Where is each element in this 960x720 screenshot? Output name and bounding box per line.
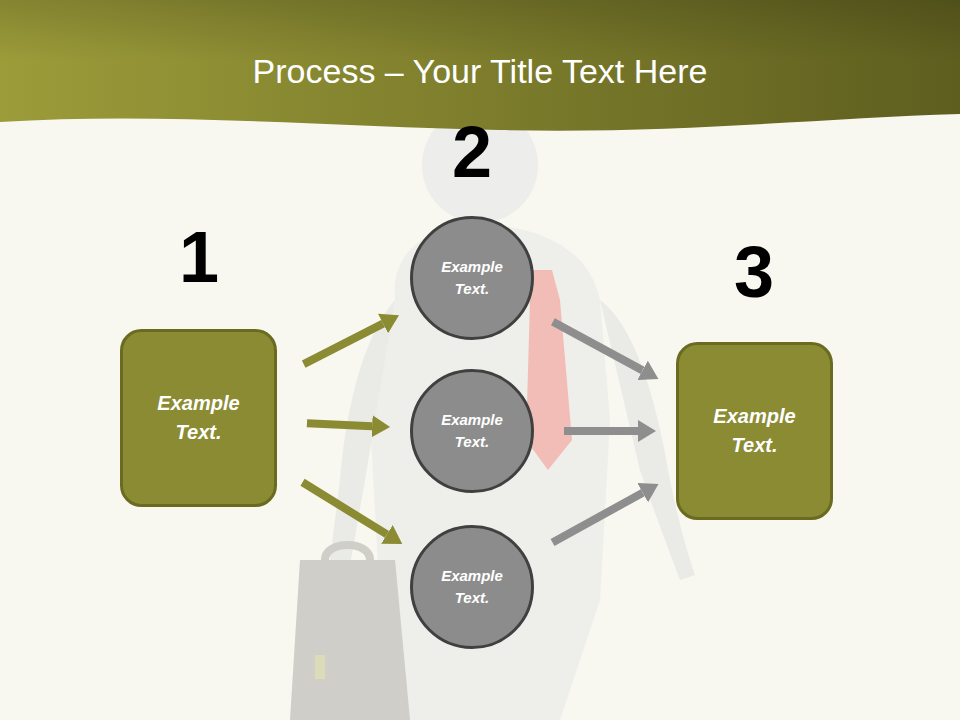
step-number: 1 <box>179 221 219 293</box>
slide-title: Process – Your Title Text Here <box>0 52 960 91</box>
node-outline <box>410 525 534 649</box>
circle-shape <box>412 218 533 339</box>
node-text: Example Text. <box>426 409 519 453</box>
step-number: 3 <box>734 236 774 308</box>
flow-arrow <box>553 322 643 371</box>
step-number: 2 <box>452 116 492 188</box>
circle-shape <box>412 527 533 648</box>
header-shade <box>0 0 960 60</box>
process-circle: Example Text. <box>410 525 534 649</box>
box-shape <box>678 344 832 519</box>
circle-shape <box>412 371 533 492</box>
node-text: Example Text. <box>426 565 519 609</box>
node-text: Example Text. <box>688 402 821 460</box>
node-text: Example Text. <box>132 389 265 447</box>
flow-arrow <box>553 493 643 543</box>
flow-arrow <box>307 423 372 426</box>
node-text-group: Example Text. <box>132 389 265 447</box>
node-outline <box>676 342 833 520</box>
businessman-illustration <box>290 107 695 720</box>
process-circle: Example Text. <box>410 216 534 340</box>
process-box: Example Text. <box>120 329 277 507</box>
flow-arrow <box>564 427 638 435</box>
process-box: Example Text. <box>676 342 833 520</box>
box-shape <box>122 331 276 506</box>
flow-arrow <box>304 324 383 365</box>
node-text: Example Text. <box>426 256 519 300</box>
process-circle: Example Text. <box>410 369 534 493</box>
node-text-group: Example Text. <box>426 565 519 609</box>
node-outline <box>410 216 534 340</box>
flow-arrow <box>303 482 387 534</box>
node-text-group: Example Text. <box>426 256 519 300</box>
node-text-group: Example Text. <box>426 409 519 453</box>
node-outline <box>410 369 534 493</box>
node-text-group: Example Text. <box>688 402 821 460</box>
node-outline <box>120 329 277 507</box>
header-band <box>0 0 960 131</box>
